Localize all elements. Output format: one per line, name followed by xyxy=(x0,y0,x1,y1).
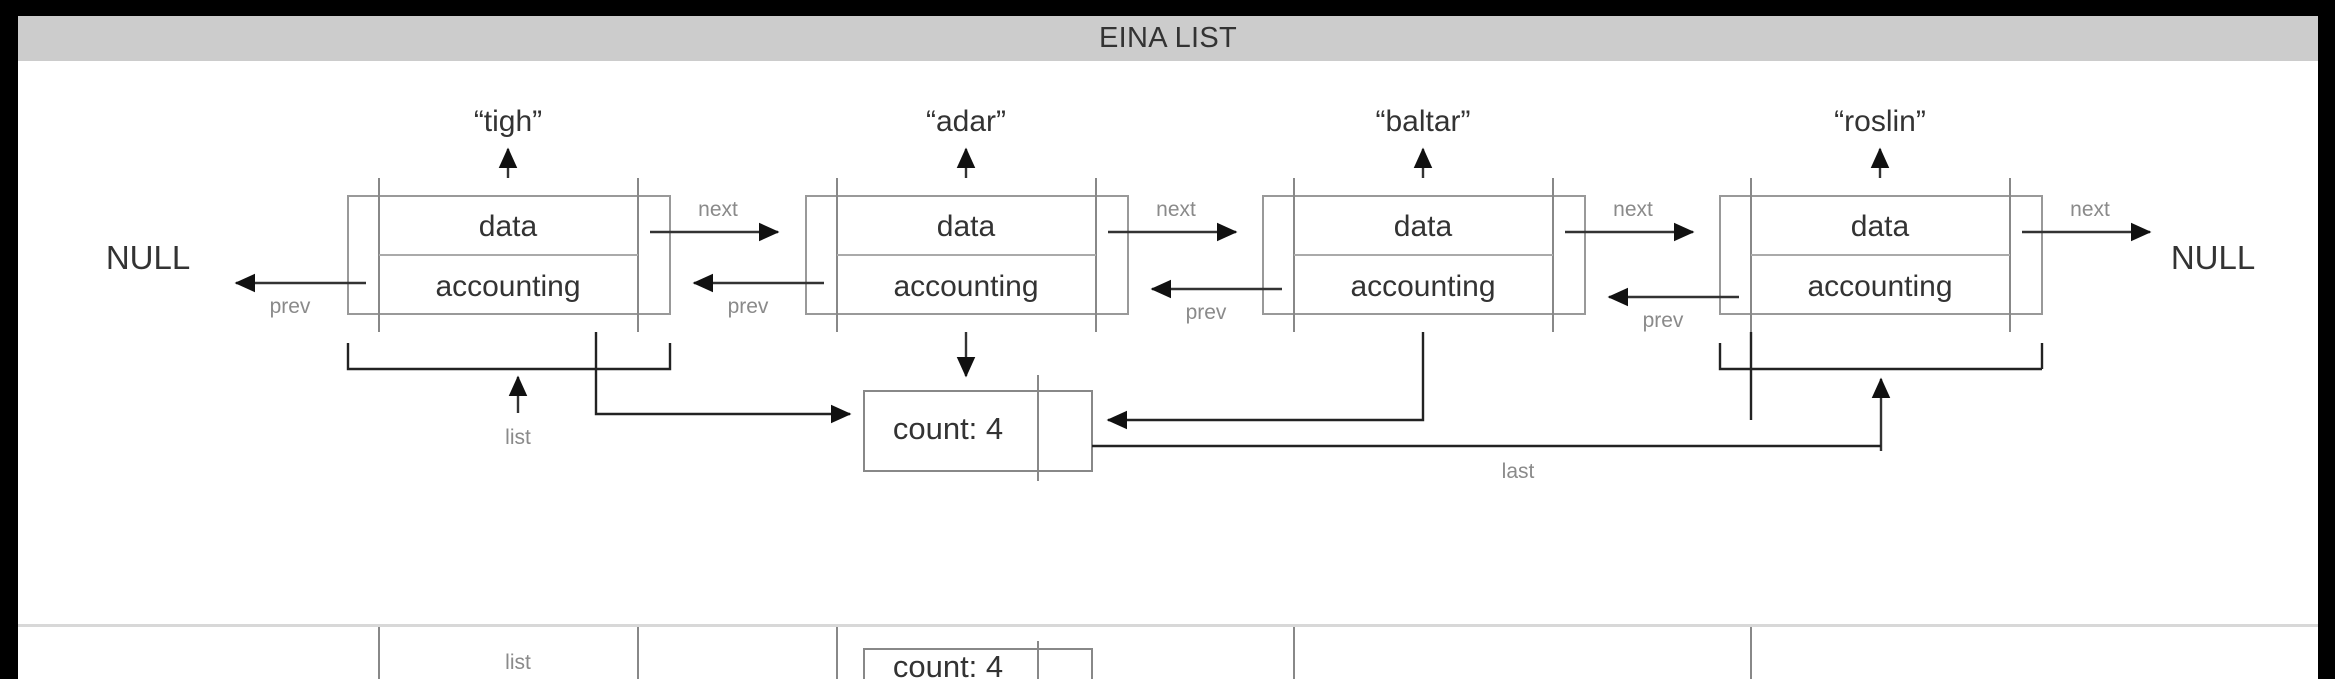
cutoff-row-group: list count: 4 xyxy=(378,627,1752,679)
section-separator xyxy=(18,624,2318,627)
node-baltar[interactable]: data accounting “baltar” xyxy=(1262,105,1586,332)
next-pointers: next next next next xyxy=(650,198,2152,242)
node-adar-accounting-label: accounting xyxy=(893,270,1038,303)
node-tigh-accounting-label: accounting xyxy=(435,270,580,303)
node-roslin-box xyxy=(1719,195,2043,315)
diagram-canvas: data accounting “tigh” data accounting “… xyxy=(18,61,2318,679)
diagram-window: EINA LIST data accounting xyxy=(18,16,2318,679)
node-roslin-accounting-label: accounting xyxy=(1807,270,1952,303)
next-label-1: next xyxy=(698,198,738,221)
prev-pointers: prev prev prev prev xyxy=(234,273,1739,332)
count-box-group[interactable]: count: 4 xyxy=(863,332,1093,481)
eina-list-svg: data accounting “tigh” data accounting “… xyxy=(106,105,2255,679)
count-box xyxy=(863,390,1093,472)
cutoff-count-box xyxy=(863,648,1093,679)
node-baltar-accounting-label: accounting xyxy=(1350,270,1495,303)
list-bracket xyxy=(346,343,672,371)
list-pointer-group: list xyxy=(346,332,852,449)
node-tigh-box xyxy=(347,195,671,315)
page-title: EINA LIST xyxy=(1098,22,1238,54)
last-label: last xyxy=(1502,460,1535,483)
last-pointer-group: last xyxy=(1092,332,2044,483)
node-roslin-data-label: data xyxy=(1851,210,1910,243)
node-tigh[interactable]: data accounting “tigh” xyxy=(347,105,671,332)
node-roslin[interactable]: data accounting “roslin” xyxy=(1719,105,2043,332)
cutoff-count-label: count: 4 xyxy=(893,649,1003,679)
next-label-2: next xyxy=(1156,198,1196,221)
prev-label-1: prev xyxy=(270,295,311,318)
null-right-label: NULL xyxy=(2171,239,2255,276)
node-roslin-name: “roslin” xyxy=(1834,105,1926,138)
next-label-3: next xyxy=(1613,198,1653,221)
null-left-label: NULL xyxy=(106,239,190,276)
count-value-label: count: 4 xyxy=(893,411,1003,446)
window-titlebar: EINA LIST xyxy=(18,16,2318,61)
cutoff-list-label: list xyxy=(505,651,531,674)
node-tigh-name: “tigh” xyxy=(474,105,542,138)
last-bracket xyxy=(1718,343,2042,371)
node-baltar-to-count-line xyxy=(1106,332,1425,430)
node-adar-data-label: data xyxy=(937,210,996,243)
prev-label-2: prev xyxy=(728,295,769,318)
node-baltar-box xyxy=(1262,195,1586,315)
prev-label-4: prev xyxy=(1643,309,1684,332)
next-label-4: next xyxy=(2070,198,2110,221)
node-tigh-data-label: data xyxy=(479,210,538,243)
node-adar-box xyxy=(805,195,1129,315)
prev-label-3: prev xyxy=(1186,301,1227,324)
node-baltar-data-label: data xyxy=(1394,210,1453,243)
node-adar[interactable]: data accounting “adar” xyxy=(805,105,1129,332)
baltar-to-count-group xyxy=(1106,332,1425,430)
node-tigh-to-count-line xyxy=(594,332,852,424)
list-label: list xyxy=(505,426,531,449)
node-baltar-name: “baltar” xyxy=(1375,105,1470,138)
node-adar-name: “adar” xyxy=(926,105,1006,138)
